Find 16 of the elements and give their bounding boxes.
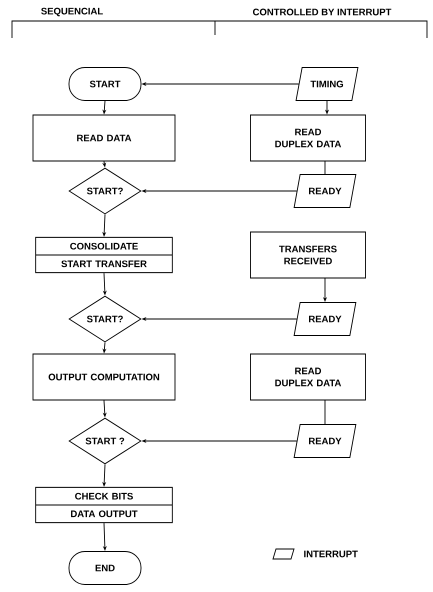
split-process-box: CHECK BITS DATA OUTPUT [35, 486, 173, 524]
legend-label: INTERRUPT [304, 550, 358, 558]
process-box: READ DATA [32, 114, 176, 162]
column-heading: CONTROLLED BY INTERRUPT [252, 8, 392, 16]
process-box: OUTPUT COMPUTATION [32, 354, 176, 400]
process-box: READ DUPLEX DATA [250, 114, 366, 162]
process-box: READ DUPLEX DATA [250, 354, 366, 400]
input-parallelogram: TIMING [296, 67, 358, 101]
process-box: TRANSFERS RECEIVED [250, 232, 366, 278]
connector-line [324, 400, 326, 424]
input-parallelogram: READY [294, 174, 356, 208]
split-process-box: CONSOLIDATE START TRANSFER [35, 236, 173, 274]
connector-line [324, 161, 326, 174]
input-parallelogram: READY [294, 424, 356, 458]
input-parallelogram: READY [294, 302, 356, 336]
column-heading: SEQUENCIAL [41, 8, 103, 16]
